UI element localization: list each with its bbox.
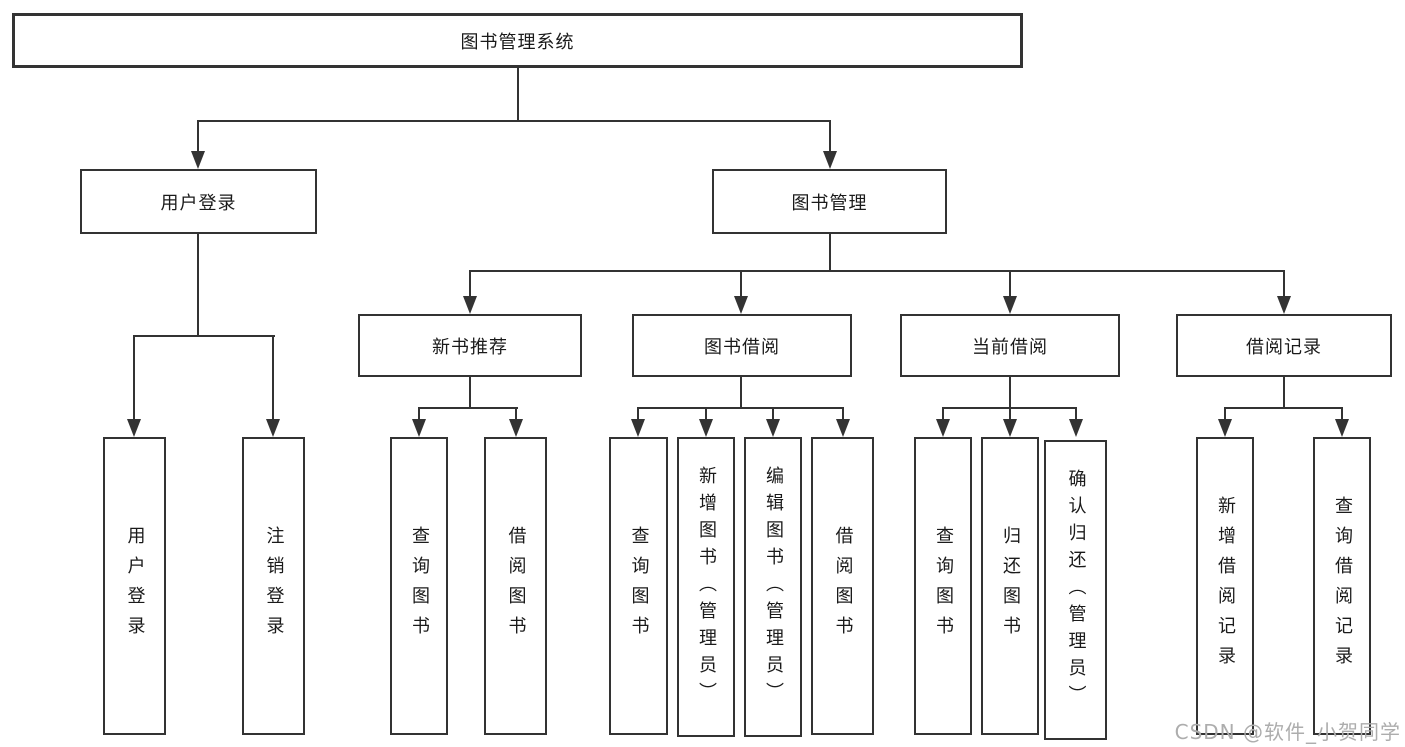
- arrowhead-down-icon: [1003, 296, 1017, 314]
- arrowhead-down-icon: [412, 419, 426, 437]
- node-new-book-recommend-label: 新书推荐: [432, 336, 508, 358]
- node-root-label: 图书管理系统: [460, 31, 575, 53]
- connector-drop-leaf: [772, 407, 774, 421]
- leaf-confirm-return-admin-label: 确认归还（管理员）: [1065, 468, 1087, 712]
- leaf-query-books-label: 查询图书: [409, 526, 430, 646]
- leaf-add-borrow-record: 新增借阅记录: [1196, 437, 1254, 735]
- connector-drop-current-borrow: [1009, 270, 1011, 298]
- leaf-return-books: 归还图书: [981, 437, 1039, 735]
- node-current-borrowing-label: 当前借阅: [972, 336, 1048, 358]
- arrowhead-down-icon: [823, 151, 837, 169]
- leaf-user-login-label: 用户登录: [124, 526, 146, 646]
- leaf-add-books-admin: 新增图书（管理员）: [677, 437, 735, 737]
- node-borrowing-records-label: 借阅记录: [1246, 336, 1322, 358]
- arrowhead-down-icon: [127, 419, 141, 437]
- arrowhead-down-icon: [936, 419, 950, 437]
- csdn-watermark: CSDN @软件_小贺同学: [1174, 720, 1401, 744]
- arrowhead-down-icon: [1003, 419, 1017, 437]
- connector-drop-logout-leaf: [272, 335, 274, 421]
- connector-new-books-stem: [469, 377, 471, 409]
- leaf-query-books-label: 查询图书: [628, 526, 650, 646]
- arrowhead-down-icon: [1069, 419, 1083, 437]
- leaf-borrow-books-label: 借阅图书: [832, 526, 854, 646]
- node-root-library-system: 图书管理系统: [12, 13, 1023, 68]
- connector-drop-leaf: [842, 407, 844, 421]
- leaf-edit-books-admin: 编辑图书（管理员）: [744, 437, 802, 737]
- connector-drop-leaf: [515, 407, 517, 421]
- arrowhead-down-icon: [266, 419, 280, 437]
- arrowhead-down-icon: [631, 419, 645, 437]
- leaf-user-login: 用户登录: [103, 437, 166, 735]
- arrowhead-down-icon: [734, 296, 748, 314]
- node-borrowing-records: 借阅记录: [1176, 314, 1392, 377]
- connector-drop-leaf: [1075, 407, 1077, 421]
- connector-root-stem: [517, 68, 519, 122]
- leaf-query-borrow-record-label: 查询借阅记录: [1332, 496, 1353, 676]
- connector-drop-new-books: [469, 270, 471, 298]
- node-book-borrowing: 图书借阅: [632, 314, 852, 377]
- connector-borrow-records-stem: [1283, 377, 1285, 409]
- node-book-management: 图书管理: [712, 169, 947, 234]
- arrowhead-down-icon: [1335, 419, 1349, 437]
- node-book-management-label: 图书管理: [791, 192, 868, 214]
- leaf-query-books-borrowing: 查询图书: [609, 437, 668, 735]
- connector-drop-leaf: [1341, 407, 1343, 421]
- leaf-confirm-return-admin: 确认归还（管理员）: [1044, 440, 1107, 740]
- leaf-add-borrow-record-label: 新增借阅记录: [1215, 496, 1236, 676]
- connector-drop-leaf: [637, 407, 639, 421]
- node-new-book-recommend: 新书推荐: [358, 314, 582, 377]
- connector-drop-borrow-records: [1283, 270, 1285, 298]
- leaf-query-borrow-record: 查询借阅记录: [1313, 437, 1371, 735]
- connector-book-borrow-rail: [637, 407, 844, 409]
- leaf-query-books-label: 查询图书: [933, 526, 954, 646]
- connector-drop-login-leaf: [133, 335, 135, 421]
- node-book-borrowing-label: 图书借阅: [704, 336, 780, 358]
- leaf-borrow-books-label: 借阅图书: [505, 526, 527, 646]
- leaf-borrow-books: 借阅图书: [811, 437, 874, 735]
- connector-user-login-rail: [133, 335, 275, 337]
- arrowhead-down-icon: [509, 419, 523, 437]
- arrowhead-down-icon: [766, 419, 780, 437]
- arrowhead-down-icon: [191, 151, 205, 169]
- arrowhead-down-icon: [1218, 419, 1232, 437]
- connector-borrow-records-rail: [1224, 407, 1343, 409]
- connector-new-books-rail: [418, 407, 518, 409]
- arrowhead-down-icon: [836, 419, 850, 437]
- connector-drop-book-borrow: [740, 270, 742, 298]
- arrowhead-down-icon: [463, 296, 477, 314]
- arrowhead-down-icon: [1277, 296, 1291, 314]
- connector-level3-rail: [469, 270, 1285, 272]
- connector-drop-user-login: [197, 120, 199, 153]
- connector-drop-leaf: [418, 407, 420, 421]
- connector-drop-leaf: [1009, 407, 1011, 421]
- connector-drop-leaf: [1224, 407, 1226, 421]
- leaf-query-books-current: 查询图书: [914, 437, 972, 735]
- connector-level2-rail: [197, 120, 831, 122]
- leaf-logout: 注销登录: [242, 437, 305, 735]
- connector-drop-leaf: [705, 407, 707, 421]
- leaf-logout-label: 注销登录: [263, 526, 285, 646]
- node-current-borrowing: 当前借阅: [900, 314, 1120, 377]
- node-user-login-label: 用户登录: [160, 192, 237, 214]
- leaf-return-books-label: 归还图书: [1000, 526, 1021, 646]
- connector-drop-leaf: [942, 407, 944, 421]
- leaf-borrow-books-recommend: 借阅图书: [484, 437, 547, 735]
- connector-user-login-stem: [197, 234, 199, 337]
- leaf-edit-books-admin-label: 编辑图书（管理员）: [763, 465, 784, 709]
- arrowhead-down-icon: [699, 419, 713, 437]
- connector-book-mgmt-stem: [829, 234, 831, 272]
- leaf-query-books-recommend: 查询图书: [390, 437, 448, 735]
- connector-current-borrow-stem: [1009, 377, 1011, 409]
- leaf-add-books-admin-label: 新增图书（管理员）: [696, 465, 717, 709]
- connector-book-borrow-stem: [740, 377, 742, 409]
- node-user-login: 用户登录: [80, 169, 317, 234]
- connector-drop-book-mgmt: [829, 120, 831, 153]
